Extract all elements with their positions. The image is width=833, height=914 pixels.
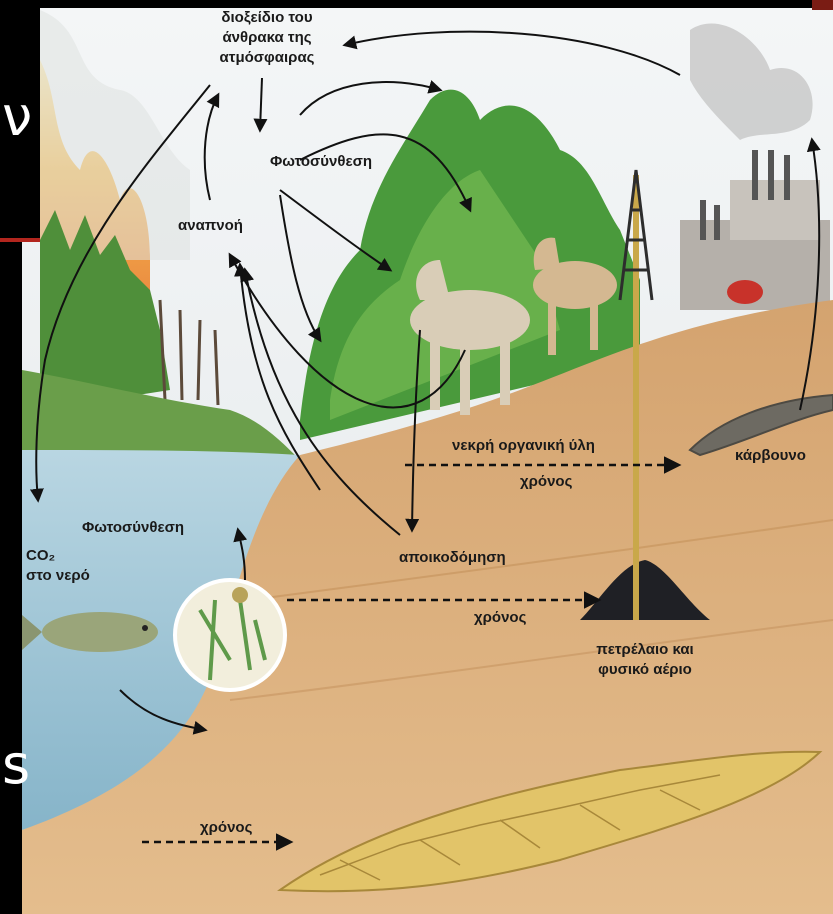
frame-corner-red xyxy=(812,0,833,10)
oil-derrick-pipe xyxy=(633,175,639,620)
label-respiration: αναπνοή xyxy=(178,216,243,236)
plankton-lens xyxy=(175,580,285,690)
label-time-bottom: χρόνος xyxy=(200,818,252,838)
background-fragment-bottom: s xyxy=(2,738,30,792)
label-time-sea: χρόνος xyxy=(474,608,526,628)
label-atmosphere-line-3: ατμόσφαιρας xyxy=(212,48,322,68)
label-atmosphere-co2: διοξείδιο του άνθρακα της ατμόσφαιρας xyxy=(212,8,322,68)
label-photosynthesis-land: Φωτοσύνθεση xyxy=(270,152,372,172)
label-time-land: χρόνος xyxy=(520,472,572,492)
label-atmosphere-line-2: άνθρακα της xyxy=(212,28,322,48)
label-decomposition: αποικοδόμηση xyxy=(399,548,506,568)
label-dead-organic-matter: νεκρή οργανική ύλη xyxy=(452,436,595,456)
frame-top xyxy=(0,0,833,8)
car xyxy=(727,280,763,304)
label-co2-line-1: CO₂ xyxy=(26,546,90,566)
label-coal: κάρβουνο xyxy=(735,446,806,466)
label-co2-in-water: CO₂ στο νερό xyxy=(26,546,90,586)
accent-red-line xyxy=(0,238,40,242)
label-co2-line-2: στο νερό xyxy=(26,566,90,586)
label-oil-gas: πετρέλαιο και φυσικό αέριο xyxy=(590,640,700,680)
label-oil-line-1: πετρέλαιο και xyxy=(590,640,700,660)
label-photosynthesis-water: Φωτοσύνθεση xyxy=(82,518,184,538)
label-atmosphere-line-1: διοξείδιο του xyxy=(212,8,322,28)
label-oil-line-2: φυσικό αέριο xyxy=(590,660,700,680)
background-fragment-top: ν xyxy=(2,90,32,144)
